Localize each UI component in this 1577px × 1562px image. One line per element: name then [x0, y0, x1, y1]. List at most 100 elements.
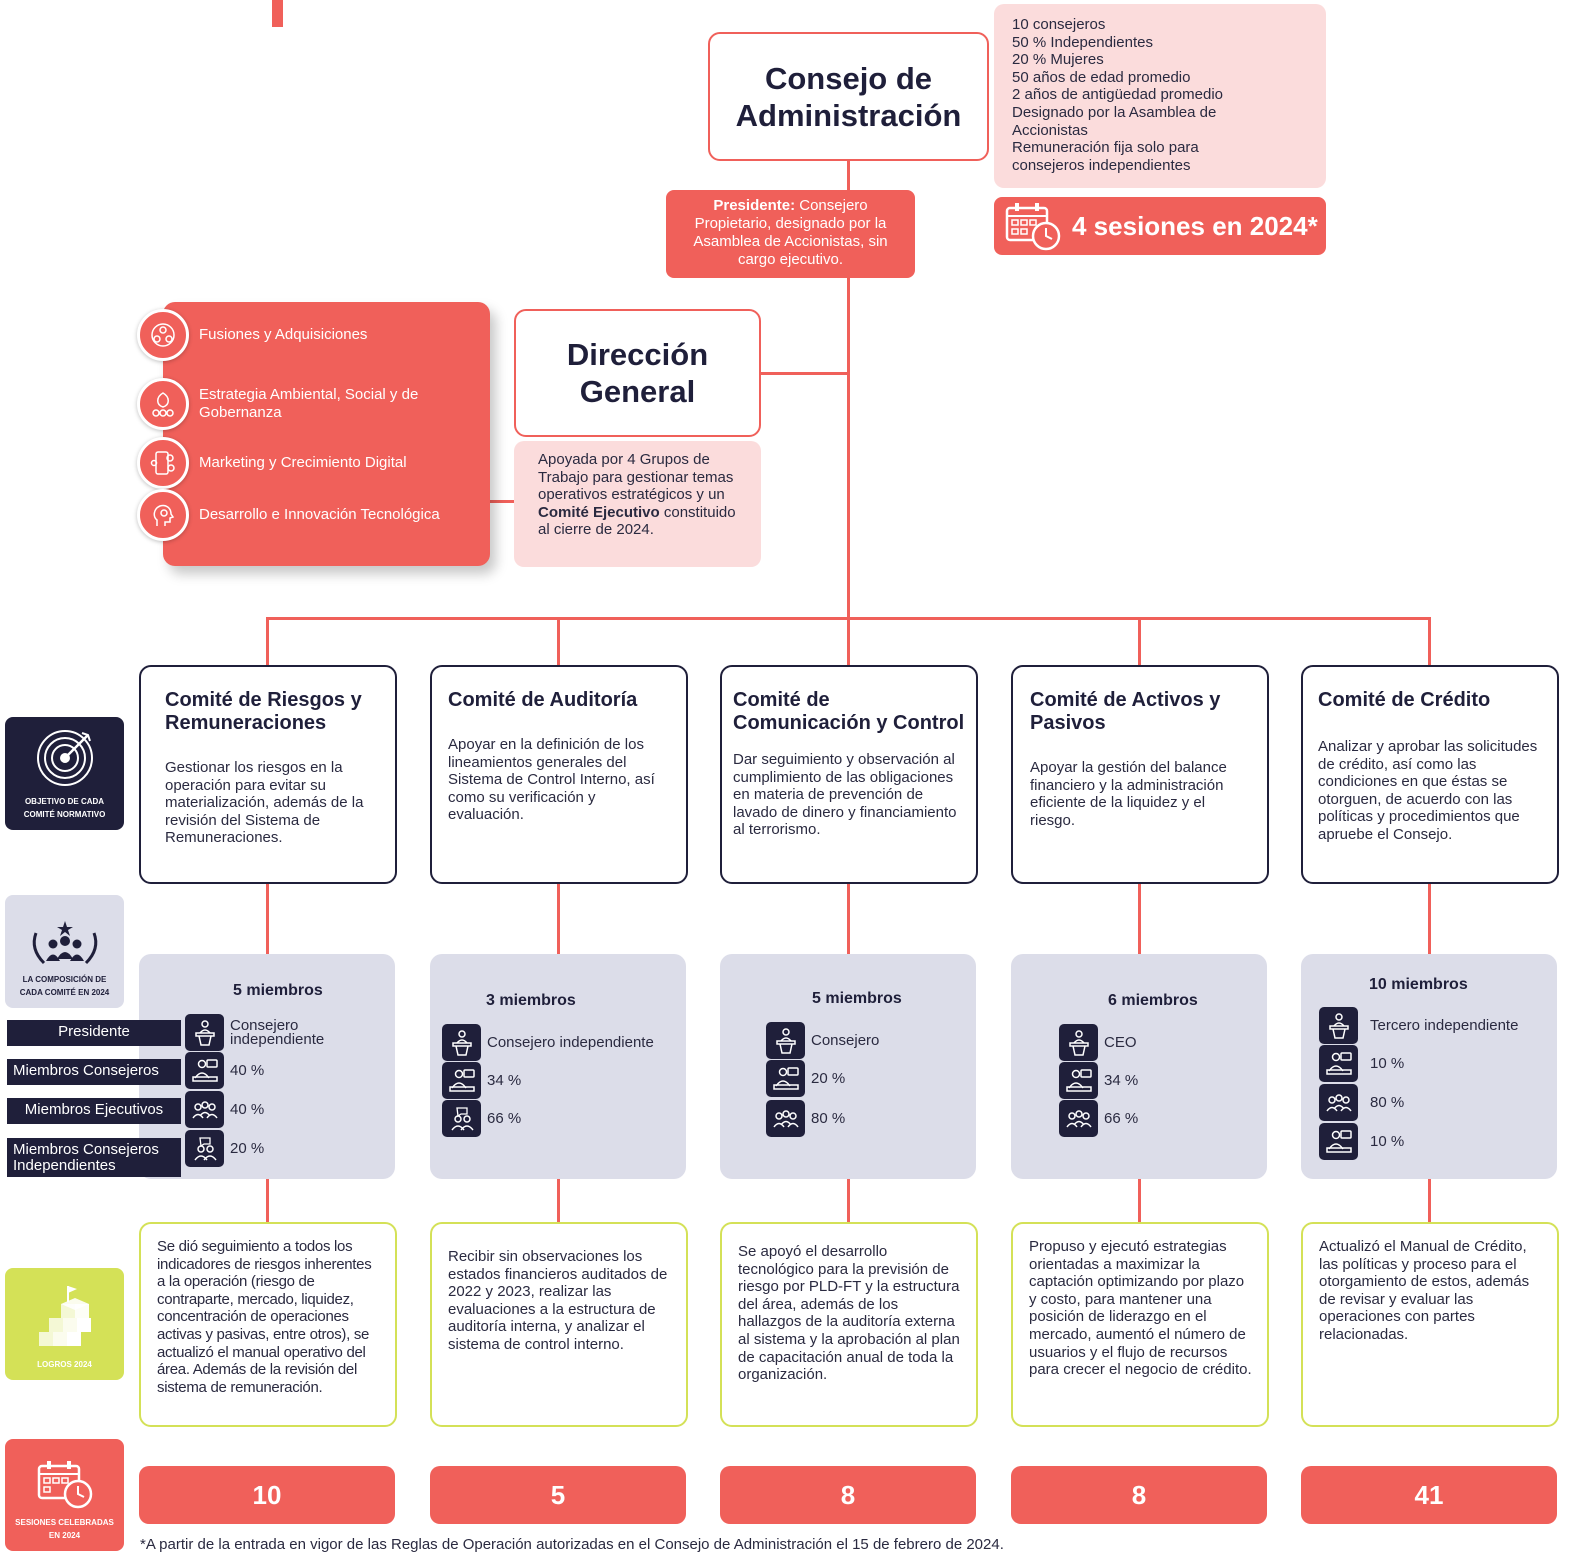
legend-executive-members: Miembros Ejecutivos: [7, 1098, 181, 1124]
composition-row: 34 %: [442, 1062, 521, 1099]
team-laurel-icon: [32, 921, 97, 965]
sessions-count: 5: [430, 1466, 686, 1524]
board-stats: 10 consejeros 50 % Independientes 20 % M…: [994, 4, 1326, 188]
connector-line: [847, 277, 850, 619]
dg-title-line2: General: [579, 374, 696, 409]
composition-value: 40 %: [230, 1062, 265, 1079]
composition-value: 10 %: [1370, 1133, 1405, 1150]
dg-title-line1: Dirección: [566, 337, 709, 372]
composition-value: 80 %: [811, 1110, 846, 1127]
connector-line: [557, 617, 560, 667]
president-label: Presidente:: [713, 197, 796, 214]
composition-value: 34 %: [487, 1072, 522, 1089]
executives-group-icon: [1059, 1100, 1098, 1137]
committee-title: Comité de Comunicación y Control: [733, 689, 965, 734]
connector-line: [1428, 1178, 1431, 1224]
calendar-clock-icon: [37, 1461, 92, 1509]
independent-members-icon: [442, 1100, 481, 1137]
composition-row: 80 %: [1319, 1084, 1404, 1121]
side-panel-sessions: SESIONES CELEBRADAS EN 2024: [5, 1439, 124, 1551]
target-icon: [36, 730, 93, 786]
work-group-item: Marketing y Crecimiento Digital: [137, 437, 459, 489]
committee-objective: Apoyar la gestión del balance financiero…: [1030, 759, 1227, 829]
connector-line: [847, 160, 850, 192]
committee-objective: Gestionar los riesgos en la operación pa…: [165, 759, 364, 847]
achievement-box: Recibir sin observaciones los estados fi…: [430, 1222, 688, 1427]
board-stat: 50 años de edad promedio: [1012, 68, 1191, 86]
board-stat: 20 % Mujeres: [1012, 51, 1104, 69]
board-stat: Designado por la Asamblea de Accionistas: [1012, 103, 1217, 139]
side-label-objective: OBJETIVO DE CADA COMITÉ NORMATIVO: [23, 797, 106, 819]
dg-note-text-end: constituido al cierre de 2024.: [538, 503, 736, 539]
connector-line: [1428, 883, 1431, 955]
work-group-label: Marketing y Crecimiento Digital: [199, 454, 407, 472]
connector-line: [489, 500, 515, 503]
esg-icon: [137, 378, 189, 430]
composition-row: 34 %: [1059, 1062, 1138, 1099]
sessions-count: 10: [139, 1466, 395, 1524]
connector-line: [760, 372, 848, 375]
decorative-bar: [272, 0, 283, 27]
committee-card: Comité de Auditoría Apoyar en la definic…: [430, 665, 688, 884]
legend-board-members: Miembros Consejeros: [7, 1059, 181, 1085]
committee-card: Comité de Comunicación y Control Dar seg…: [720, 665, 978, 884]
work-group-label: Fusiones y Adquisiciones: [199, 326, 368, 344]
side-label-composition: LA COMPOSICIÓN DE CADA COMITÉ EN 2024: [19, 975, 110, 997]
connector-line: [266, 883, 269, 955]
composition-row: Consejero: [766, 1022, 879, 1059]
connector-line: [1428, 617, 1431, 667]
committee-title: Comité de Riesgos y Remuneraciones: [165, 689, 362, 734]
side-panel-composition: LA COMPOSICIÓN DE CADA COMITÉ EN 2024: [5, 895, 124, 1008]
podium-speaker-icon: [1059, 1024, 1098, 1061]
composition-value: Consejero independiente: [230, 1016, 325, 1048]
composition-row: 40 %: [185, 1052, 264, 1089]
legend-independent-members: Miembros Consejeros Independientes: [7, 1138, 181, 1177]
members-count: 5 miembros: [233, 982, 323, 999]
composition-value: 40 %: [230, 1101, 265, 1118]
composition-value: 10 %: [1370, 1055, 1405, 1072]
connector-line: [557, 1178, 560, 1224]
committee-objective: Dar seguimiento y observación al cumplim…: [733, 751, 957, 839]
composition-row: 40 %: [185, 1091, 264, 1128]
board-stat: 2 años de antigüedad promedio: [1012, 86, 1223, 104]
committee-objective: Analizar y aprobar las solicitudes de cr…: [1318, 738, 1538, 843]
footnote: *A partir de la entrada en vigor de las …: [140, 1536, 1004, 1553]
side-label-sessions: SESIONES CELEBRADAS EN 2024: [15, 1518, 114, 1540]
composition-row: Consejero independiente: [442, 1024, 654, 1061]
committee-card: Comité de Activos y Pasivos Apoyar la ge…: [1011, 665, 1269, 884]
board-title-line1: Consejo de: [764, 60, 933, 96]
composition-row: 10 %: [1319, 1045, 1404, 1082]
composition-box: 5 miembros Consejero 20 % 80 %: [720, 954, 976, 1179]
board-member-icon: [1059, 1062, 1098, 1099]
composition-box: 10 miembros Tercero independiente 10 % 8…: [1301, 954, 1557, 1179]
connector-line: [266, 617, 269, 667]
board-sessions-text: 4 sesiones en 2024*: [1072, 210, 1318, 241]
podium-speaker-icon: [442, 1024, 481, 1061]
sessions-count: 8: [720, 1466, 976, 1524]
dg-note-text: Apoyada por 4 Grupos de Trabajo para ges…: [538, 451, 734, 504]
work-groups-panel: [163, 302, 490, 566]
board-stat: 10 consejeros: [1012, 16, 1106, 33]
president-text: Consejero Propietario, designado por la …: [693, 197, 888, 268]
composition-value: 20 %: [230, 1140, 265, 1157]
innovation-icon: [137, 489, 189, 541]
composition-value: Tercero independiente: [1370, 1017, 1519, 1034]
podium-flag-icon: [38, 1286, 91, 1346]
composition-value: 66 %: [1104, 1110, 1139, 1127]
dg-note-bold: Comité Ejecutivo: [538, 503, 660, 521]
committee-title: Comité de Auditoría: [448, 689, 638, 711]
board-title-line2: Administración: [735, 97, 962, 133]
connector-line: [1138, 883, 1141, 955]
calendar-clock-icon: [1005, 203, 1061, 251]
connector-line: [1138, 617, 1141, 667]
connector-line: [1138, 1178, 1141, 1224]
legend-president: Presidente: [7, 1020, 181, 1046]
committee-objective: Apoyar en la definición de los lineamien…: [448, 736, 655, 824]
composition-value: 66 %: [487, 1110, 522, 1127]
achievement-box: Actualizó el Manual de Crédito, las polí…: [1301, 1222, 1559, 1427]
composition-row: 66 %: [442, 1100, 521, 1137]
board-sessions-banner: 4 sesiones en 2024*: [994, 197, 1326, 255]
podium-speaker-icon: [185, 1014, 224, 1051]
composition-row: 66 %: [1059, 1100, 1138, 1137]
